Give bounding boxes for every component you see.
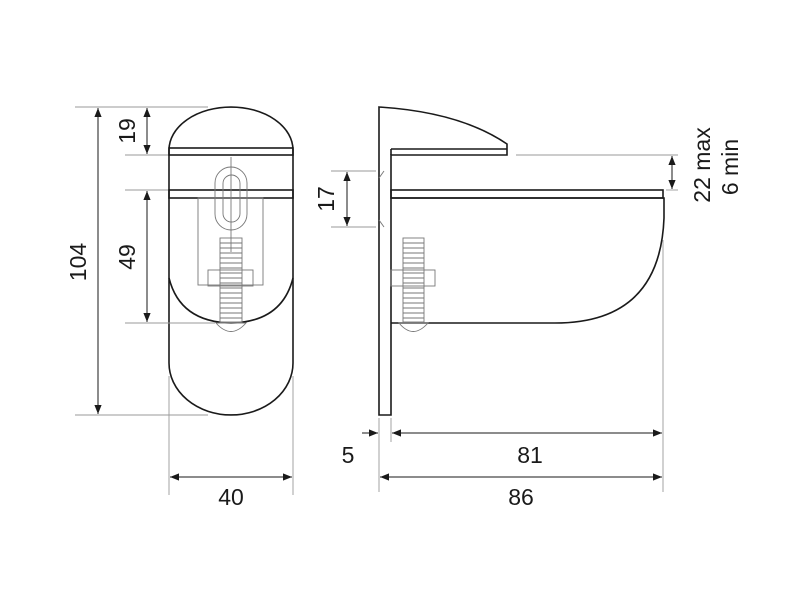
dim-label-81: 81 — [517, 442, 543, 468]
side-nut — [390, 269, 436, 287]
screw-head — [215, 322, 247, 332]
top-band — [168, 147, 294, 156]
shelf-plate — [390, 189, 664, 199]
dim-label-86: 86 — [508, 484, 534, 510]
dim-width: 40 — [168, 376, 294, 510]
dim-label-17: 17 — [313, 186, 339, 212]
dim-label-19: 19 — [114, 118, 140, 144]
dim-label-5: 5 — [342, 442, 355, 468]
dim-height-total: 104 — [65, 106, 208, 416]
side-screw-head — [398, 322, 429, 332]
screw-thread — [219, 237, 243, 323]
dim-total-depth: 86 — [380, 473, 662, 510]
wall-plate-and-top-jaw — [378, 106, 508, 416]
front-view: 104 19 49 40 — [65, 106, 294, 510]
dim-label-22-max: 22 max — [689, 127, 715, 203]
dim-label-40: 40 — [218, 484, 244, 510]
dim-clamp-gap: 22 max 6 min — [516, 127, 743, 203]
nut — [207, 269, 254, 287]
side-view: 17 22 max 6 min 5 81 86 — [313, 106, 743, 510]
dim-jaw-height: 17 — [313, 170, 376, 228]
dim-depth: 81 — [392, 240, 664, 492]
side-screw-thread — [402, 237, 425, 323]
lower-jaw-body — [391, 197, 665, 324]
dim-label-6-min: 6 min — [717, 139, 743, 195]
dim-label-104: 104 — [65, 243, 91, 282]
dim-jaw-to-screw: 49 — [114, 189, 215, 324]
slot-inner — [222, 174, 241, 223]
dim-plate-thickness: 5 — [342, 418, 402, 492]
inner-housing — [197, 197, 264, 286]
dim-top-cap: 19 — [114, 108, 168, 156]
dim-label-49: 49 — [114, 244, 140, 270]
front-body-outline — [168, 106, 294, 416]
